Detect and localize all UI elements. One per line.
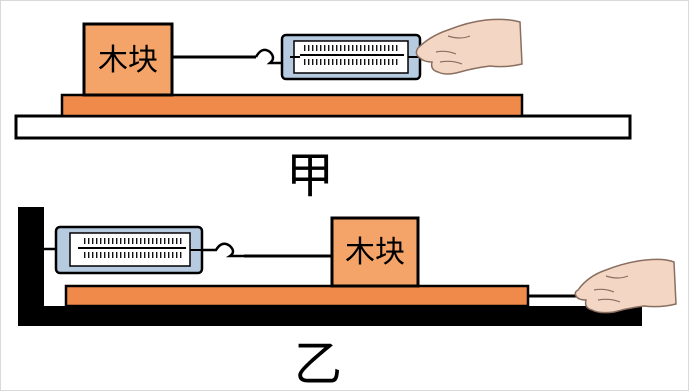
spring-scale-icon [280, 33, 422, 81]
hand-icon [415, 18, 523, 75]
setup-a: 木块 甲 [14, 18, 632, 204]
table-top [14, 114, 632, 140]
wooden-block [330, 216, 420, 288]
long-board [60, 93, 524, 118]
long-board [64, 284, 530, 308]
hook-icon [202, 242, 244, 258]
block-label: 木块 [98, 43, 158, 78]
hook-icon [254, 48, 282, 65]
spring-scale-icon [54, 225, 204, 275]
vertical-stand [18, 207, 44, 325]
base-plate [18, 306, 642, 326]
setup-b: 木块 乙 [18, 207, 677, 391]
caption-b: 乙 [294, 336, 342, 391]
caption-a: 甲 [286, 148, 334, 204]
hand-icon [574, 258, 677, 314]
block-label: 木块 [345, 235, 405, 270]
wooden-block [82, 22, 174, 97]
